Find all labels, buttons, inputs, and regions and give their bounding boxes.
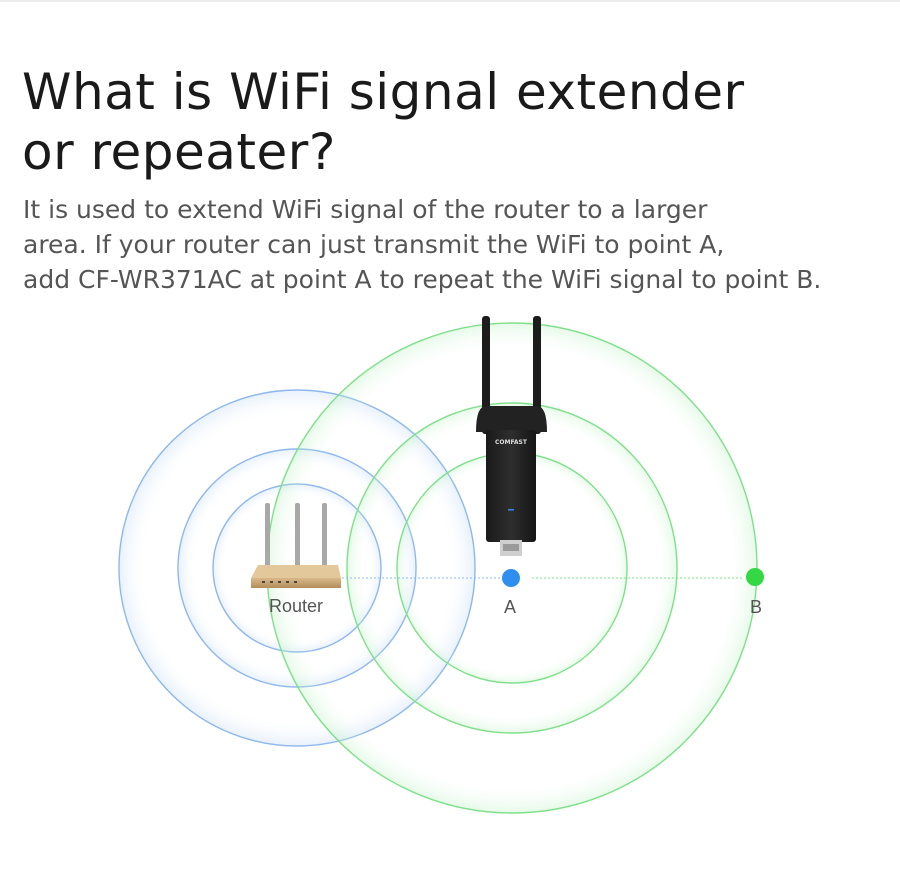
description-line-2: area. If your router can just transmit t… (23, 230, 725, 259)
point-a-marker (502, 569, 520, 587)
point-b-marker (746, 568, 764, 586)
repeater-signal-rings (266, 322, 758, 814)
page-title: What is WiFi signal extender or repeater… (22, 62, 882, 182)
description-line-3: add CF-WR371AC at point A to repeat the … (23, 265, 822, 294)
title-line-2: or repeater? (22, 123, 336, 181)
router-icon (251, 503, 341, 588)
title-line-1: What is WiFi signal extender (22, 63, 745, 121)
repeater-coverage-diagram: COMFAST Router A B (118, 316, 764, 814)
repeater-device-icon: COMFAST (476, 316, 547, 556)
point-a-label: A (504, 597, 516, 617)
point-b-label: B (750, 597, 762, 617)
top-divider (0, 0, 900, 2)
router-label: Router (269, 596, 323, 616)
description: It is used to extend WiFi signal of the … (23, 192, 893, 297)
device-brand-label: COMFAST (495, 439, 528, 446)
description-line-1: It is used to extend WiFi signal of the … (23, 195, 708, 224)
